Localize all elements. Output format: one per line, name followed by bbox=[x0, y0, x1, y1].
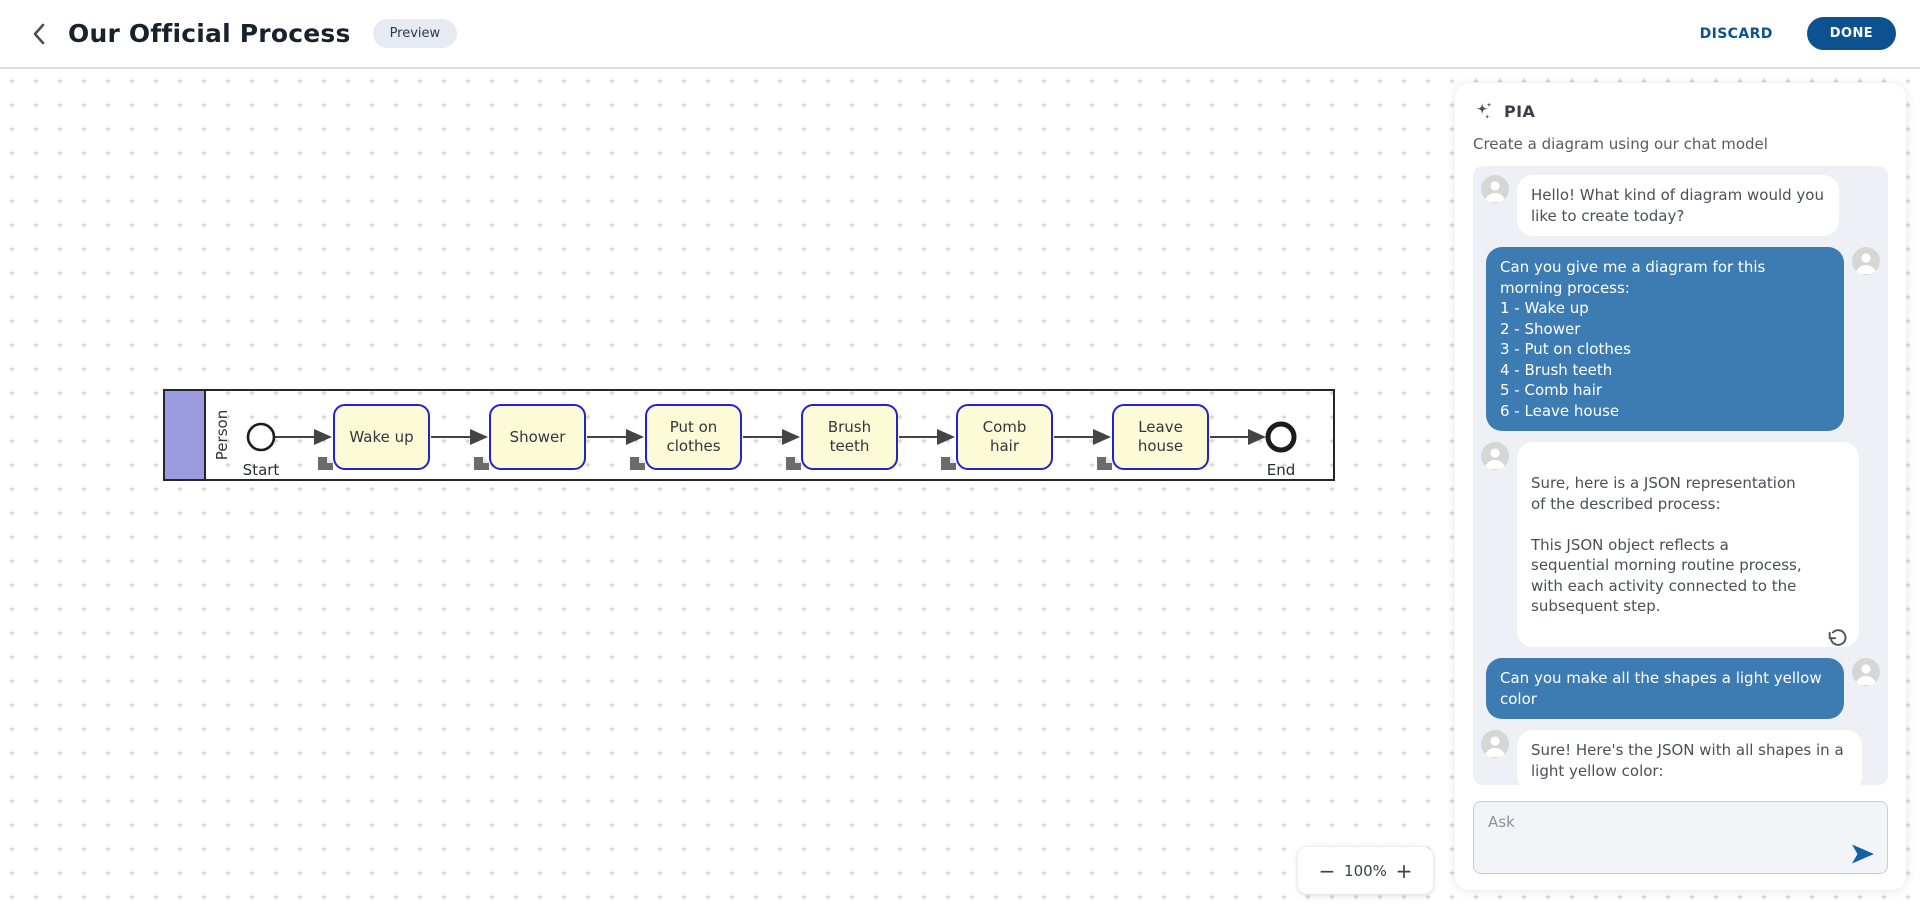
chat-message-bot: Sure! Here's the JSON with all shapes in… bbox=[1481, 730, 1880, 785]
user-avatar bbox=[1852, 247, 1880, 276]
zoom-in-button[interactable]: + bbox=[1391, 856, 1417, 886]
chat-bubble-text: Sure, here is a JSON representation of t… bbox=[1531, 474, 1802, 616]
assistant-panel: PIA Create a diagram using our chat mode… bbox=[1455, 83, 1906, 890]
rotate-ccw-icon bbox=[1828, 629, 1847, 647]
bot-avatar bbox=[1481, 442, 1509, 471]
chat-bubble: Can you make all the shapes a light yell… bbox=[1486, 658, 1844, 720]
chat-message-list[interactable]: Hello! What kind of diagram would you li… bbox=[1473, 166, 1888, 785]
zoom-level: 100% bbox=[1344, 861, 1387, 880]
person-icon bbox=[1856, 664, 1876, 686]
sparkle-icon bbox=[1476, 102, 1492, 120]
done-button[interactable]: DONE bbox=[1806, 17, 1896, 50]
chat-bubble: Hello! What kind of diagram would you li… bbox=[1517, 175, 1839, 237]
person-icon bbox=[1485, 736, 1505, 758]
chat-message-bot: Sure, here is a JSON representation of t… bbox=[1481, 442, 1880, 648]
chat-message-bot: Hello! What kind of diagram would you li… bbox=[1481, 175, 1880, 237]
person-icon bbox=[1485, 181, 1505, 202]
send-icon bbox=[1852, 844, 1874, 864]
task-leave-house[interactable]: Leave house bbox=[1112, 404, 1209, 470]
end-event-label: End bbox=[1266, 461, 1296, 479]
chat-message-user: Can you make all the shapes a light yell… bbox=[1481, 658, 1880, 720]
bot-avatar bbox=[1481, 175, 1509, 203]
start-event-label: Start bbox=[242, 461, 280, 479]
assistant-subtitle: Create a diagram using our chat model bbox=[1473, 135, 1768, 153]
send-button[interactable] bbox=[1851, 843, 1875, 865]
pool-header-band[interactable] bbox=[163, 389, 206, 481]
back-button[interactable] bbox=[24, 19, 54, 49]
user-avatar bbox=[1852, 658, 1880, 687]
diagram-canvas[interactable]: Person Start End Wake up Shower Put on c… bbox=[0, 69, 1920, 911]
zoom-out-button[interactable]: − bbox=[1314, 856, 1340, 886]
page-title: Our Official Process bbox=[68, 19, 351, 48]
task-shower[interactable]: Shower bbox=[489, 404, 586, 470]
ask-input[interactable] bbox=[1474, 802, 1887, 873]
chat-bubble: Sure! Here's the JSON with all shapes in… bbox=[1517, 730, 1862, 785]
task-put-on-clothes[interactable]: Put on clothes bbox=[645, 404, 742, 470]
task-comb-hair[interactable]: Comb hair bbox=[956, 404, 1053, 470]
person-icon bbox=[1485, 448, 1505, 470]
top-bar: Our Official Process Preview DISCARD DON… bbox=[0, 0, 1920, 69]
chat-bubble: Can you give me a diagram for this morni… bbox=[1486, 247, 1844, 432]
task-wake-up[interactable]: Wake up bbox=[333, 404, 430, 470]
chat-bubble: Sure, here is a JSON representation of t… bbox=[1517, 442, 1859, 648]
chat-message-user: Can you give me a diagram for this morni… bbox=[1481, 247, 1880, 432]
assistant-title: PIA bbox=[1504, 101, 1536, 121]
person-icon bbox=[1856, 253, 1876, 275]
chevron-left-icon bbox=[33, 23, 45, 44]
ask-input-container bbox=[1473, 801, 1888, 874]
regenerate-button[interactable] bbox=[1826, 614, 1848, 647]
preview-badge: Preview bbox=[372, 19, 458, 48]
zoom-controls: − 100% + bbox=[1298, 847, 1433, 894]
discard-button[interactable]: DISCARD bbox=[1699, 25, 1773, 42]
task-brush-teeth[interactable]: Brush teeth bbox=[801, 404, 898, 470]
bot-avatar bbox=[1481, 730, 1509, 759]
lane-label: Person bbox=[213, 409, 231, 461]
